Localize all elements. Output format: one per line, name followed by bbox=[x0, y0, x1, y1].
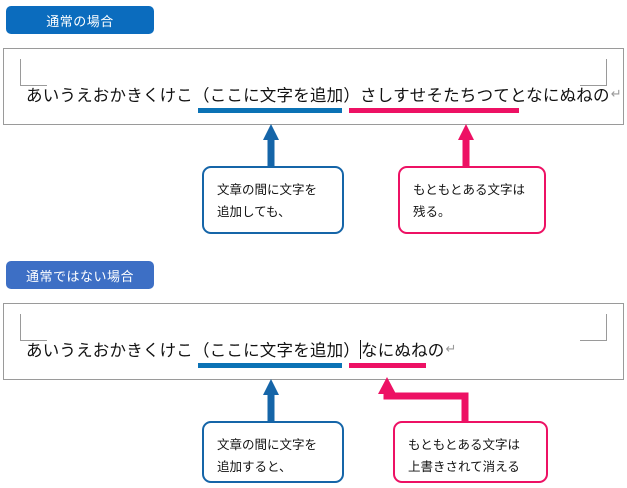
text-cursor-icon bbox=[360, 339, 361, 359]
document-text-after-caret: なにぬねの bbox=[361, 341, 445, 360]
highlight-underline-existing-text-normal bbox=[349, 108, 519, 113]
document-page-normal: あいうえおかきくけこ（ここに文字を追加 ）さしすせそたちつてとなにぬねの ↵ bbox=[3, 48, 624, 125]
document-text-before-caret: あいうえおかきくけこ（ここに文字を追加） bbox=[26, 341, 360, 360]
callout-insert-text-abnormal: 文章の間に文字を 追加すると、 bbox=[202, 421, 344, 483]
section-badge-normal: 通常の場合 bbox=[6, 6, 154, 34]
highlight-underline-existing-text-abnormal bbox=[349, 363, 426, 368]
document-text-after-caret: ）さしすせそたちつてとなにぬねの bbox=[343, 86, 610, 105]
section-badge-abnormal: 通常ではない場合 bbox=[6, 261, 154, 289]
paragraph-mark-icon: ↵ bbox=[445, 341, 457, 357]
document-text-before-caret: あいうえおかきくけこ（ここに文字を追加 bbox=[26, 86, 344, 105]
document-page-abnormal: あいうえおかきくけこ（ここに文字を追加） なにぬねの ↵ bbox=[3, 303, 624, 380]
highlight-underline-inserted-text-abnormal bbox=[198, 363, 342, 368]
callout-existing-text-abnormal: もともとある文字は 上書きされて消える bbox=[393, 421, 548, 483]
highlight-underline-inserted-text-normal bbox=[198, 108, 342, 113]
callout-insert-text-normal: 文章の間に文字を 追加しても、 bbox=[202, 166, 344, 234]
document-text-line-abnormal: あいうえおかきくけこ（ここに文字を追加） なにぬねの ↵ bbox=[26, 335, 609, 363]
paragraph-mark-icon: ↵ bbox=[610, 86, 622, 102]
callout-existing-text-normal: もともとある文字は 残る。 bbox=[398, 166, 546, 234]
document-text-line-normal: あいうえおかきくけこ（ここに文字を追加 ）さしすせそたちつてとなにぬねの ↵ bbox=[26, 80, 622, 108]
